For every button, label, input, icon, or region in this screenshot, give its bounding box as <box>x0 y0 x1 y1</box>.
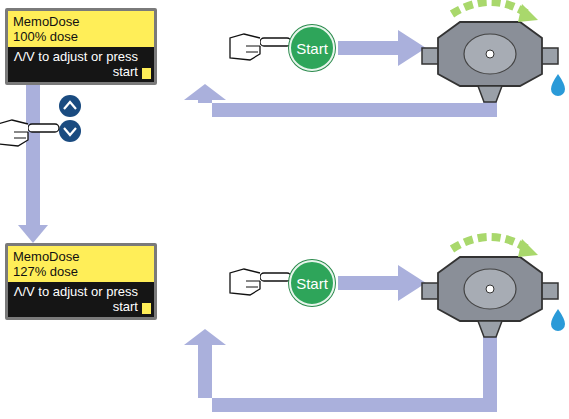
display-line: MemoDose <box>8 246 154 264</box>
display-yellow-band: MemoDose127% dose <box>8 246 154 282</box>
display-line: 100% dose <box>8 29 154 44</box>
button-label: Start <box>296 40 328 57</box>
button-label: Start <box>296 275 328 292</box>
display-yellow-band: MemoDose100% dose <box>8 11 154 47</box>
arrow-head <box>18 225 48 243</box>
display-cursor <box>142 303 151 314</box>
start-button: Start <box>289 25 335 71</box>
display-line: 127% dose <box>8 264 154 279</box>
arrow-shaft <box>26 85 40 227</box>
display-prompt-band: Λ/V to adjust or press start <box>8 47 154 82</box>
display-prompt-band: Λ/V to adjust or press start <box>8 282 154 317</box>
lcd-display: MemoDose100% doseΛ/V to adjust or press … <box>5 8 157 85</box>
display-prompt: Λ/V to adjust or press start <box>13 284 138 314</box>
display-cursor <box>142 68 151 79</box>
flow-arrow <box>18 85 48 243</box>
start-button: Start <box>289 260 335 306</box>
display-prompt: Λ/V to adjust or press start <box>13 49 138 79</box>
lcd-display: MemoDose127% doseΛ/V to adjust or press … <box>5 243 157 320</box>
display-line: MemoDose <box>8 11 154 29</box>
